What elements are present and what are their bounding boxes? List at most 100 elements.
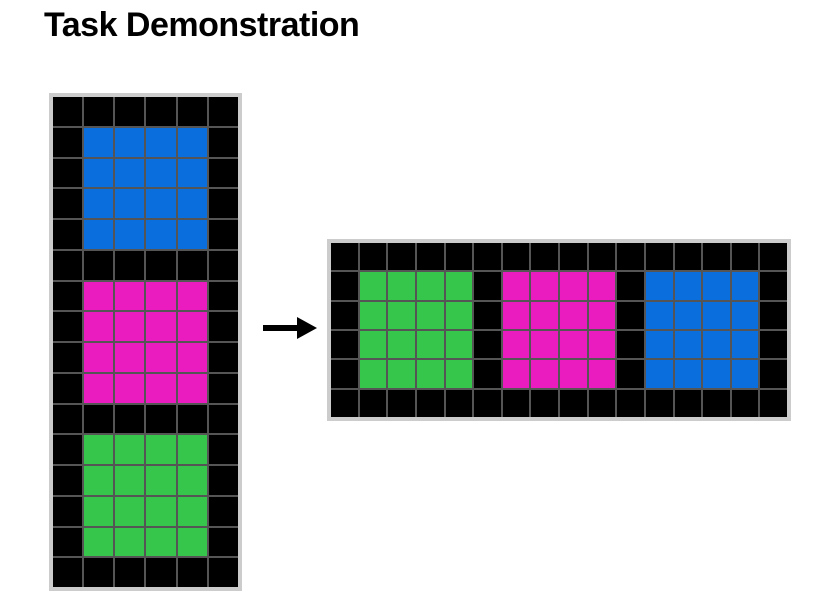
grid-cell <box>115 404 145 434</box>
grid-cell <box>388 301 415 329</box>
grid-cell <box>84 127 114 157</box>
grid-cell <box>674 389 702 417</box>
grid-cell <box>115 343 145 372</box>
grid-cell <box>560 272 587 300</box>
grid-cell <box>502 243 530 271</box>
grid-cell <box>531 389 558 417</box>
grid-cell <box>84 189 114 218</box>
grid-cell <box>208 466 238 495</box>
grid-cell <box>208 312 238 341</box>
grid-cell <box>531 331 558 359</box>
grid-cell <box>645 331 673 359</box>
grid-cell <box>445 272 473 300</box>
grid-cell <box>146 558 176 587</box>
grid-cell <box>703 243 730 271</box>
grid-cell <box>502 389 530 417</box>
grid-cell <box>388 243 415 271</box>
grid-cell <box>760 389 787 417</box>
grid-cell <box>115 496 145 526</box>
grid-cell <box>177 127 207 157</box>
grid-cell <box>588 360 616 388</box>
grid-cell <box>474 331 501 359</box>
grid-cell <box>84 312 114 341</box>
grid-cell <box>617 360 644 388</box>
grid-cell <box>146 466 176 495</box>
output-grid-frame <box>327 239 791 421</box>
grid-cell <box>115 250 145 280</box>
grid-cell <box>146 158 176 188</box>
grid-cell <box>84 527 114 557</box>
grid-cell <box>53 189 83 218</box>
grid-cell <box>703 331 730 359</box>
grid-cell <box>617 331 644 359</box>
grid-cell <box>53 312 83 341</box>
grid-cell <box>331 301 358 329</box>
grid-cell <box>731 272 759 300</box>
grid-cell <box>53 496 83 526</box>
grid-cell <box>416 243 444 271</box>
grid-cell <box>208 435 238 464</box>
grid-cell <box>416 272 444 300</box>
grid-cell <box>331 389 358 417</box>
grid-cell <box>84 220 114 249</box>
grid-cell <box>617 389 644 417</box>
grid-cell <box>359 301 387 329</box>
grid-cell <box>560 389 587 417</box>
grid-cell <box>760 243 787 271</box>
grid-cell <box>531 360 558 388</box>
grid-cell <box>146 527 176 557</box>
grid-cell <box>588 272 616 300</box>
grid-cell <box>560 331 587 359</box>
grid-cell <box>474 301 501 329</box>
grid-cell <box>208 97 238 126</box>
grid-cell <box>84 404 114 434</box>
grid-cell <box>146 435 176 464</box>
grid-cell <box>146 97 176 126</box>
grid-cell <box>760 301 787 329</box>
grid-cell <box>84 373 114 403</box>
grid-cell <box>146 220 176 249</box>
grid-cell <box>208 343 238 372</box>
grid-cell <box>84 435 114 464</box>
grid-cell <box>502 360 530 388</box>
grid-cell <box>617 243 644 271</box>
grid-cell <box>760 360 787 388</box>
grid-cell <box>331 272 358 300</box>
grid-cell <box>53 466 83 495</box>
grid-cell <box>208 158 238 188</box>
grid-cell <box>731 360 759 388</box>
grid-cell <box>731 301 759 329</box>
grid-cell <box>416 360 444 388</box>
grid-cell <box>115 558 145 587</box>
grid-cell <box>84 158 114 188</box>
grid-cell <box>645 243 673 271</box>
grid-cell <box>502 301 530 329</box>
grid-cell <box>53 281 83 311</box>
grid-cell <box>146 404 176 434</box>
grid-cell <box>208 189 238 218</box>
grid-cell <box>445 243 473 271</box>
grid-cell <box>177 250 207 280</box>
grid-cell <box>331 360 358 388</box>
grid-cell <box>208 404 238 434</box>
grid-cell <box>177 97 207 126</box>
grid-cell <box>177 312 207 341</box>
grid-cell <box>674 331 702 359</box>
grid-cell <box>560 360 587 388</box>
grid-cell <box>53 158 83 188</box>
grid-cell <box>703 360 730 388</box>
grid-cell <box>560 301 587 329</box>
grid-cell <box>208 373 238 403</box>
grid-cell <box>416 389 444 417</box>
grid-cell <box>445 360 473 388</box>
grid-cell <box>359 360 387 388</box>
grid-cell <box>84 496 114 526</box>
grid-cell <box>53 250 83 280</box>
grid-cell <box>53 127 83 157</box>
output-grid <box>331 243 787 417</box>
page-title: Task Demonstration <box>44 6 360 44</box>
grid-cell <box>84 281 114 311</box>
grid-cell <box>146 373 176 403</box>
grid-cell <box>474 243 501 271</box>
grid-cell <box>177 496 207 526</box>
